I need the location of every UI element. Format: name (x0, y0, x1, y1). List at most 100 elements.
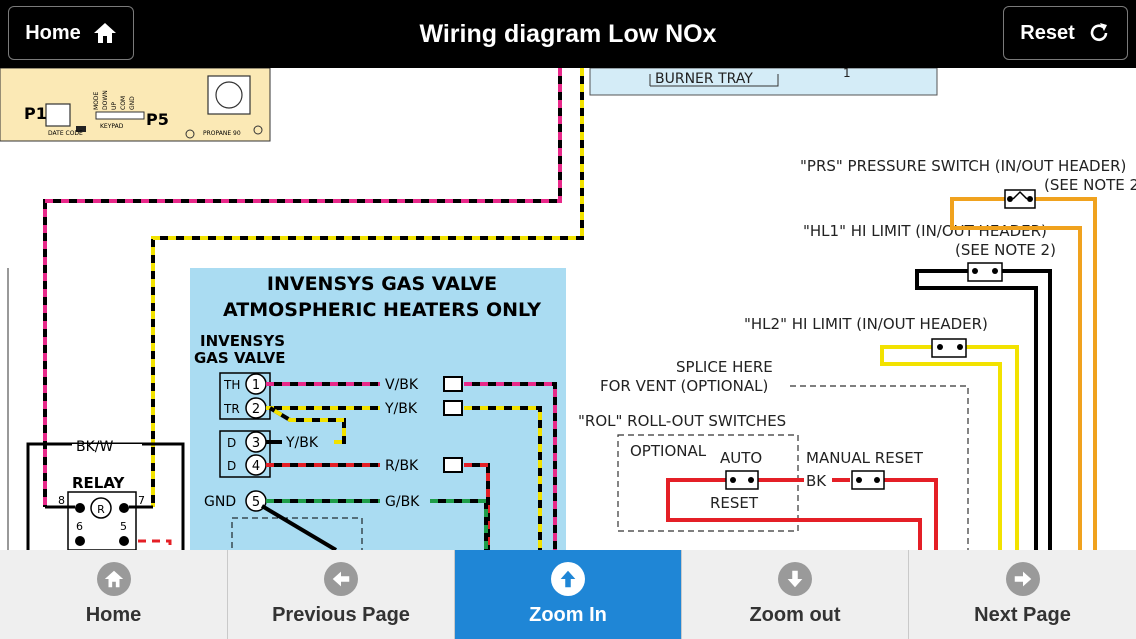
arrow-up-icon (551, 562, 585, 596)
page-title: Wiring diagram Low NOx (419, 19, 717, 48)
pin-label-down: DOWN (102, 90, 109, 110)
auto-reset-label: RESET (710, 494, 759, 512)
bk-label: BK (806, 472, 827, 490)
date-code-chip (76, 126, 86, 132)
prs-label-1: "PRS" PRESSURE SWITCH (IN/OUT HEADER) (800, 157, 1126, 175)
terminal-4-side: D (227, 459, 236, 473)
wire-label-y-bk-2: Y/BK (285, 435, 319, 451)
optional-label-bg (624, 440, 712, 462)
valve-terminals: 1 2 3 4 5 TH TR D D GND (204, 373, 267, 512)
keypad-label: KEYPAD (100, 123, 124, 130)
splice-label-2: FOR VENT (OPTIONAL) (600, 377, 768, 395)
valve-terminal-block-b (219, 430, 271, 478)
relay-pin-5-label: 5 (120, 520, 127, 533)
bk-label-bg (804, 472, 832, 490)
previous-page-label: Previous Page (272, 604, 410, 626)
relay-pin-5 (119, 536, 129, 546)
relay-pin-8 (75, 503, 85, 513)
terminal-5-num: 5 (252, 495, 260, 510)
auto-label: AUTO (720, 449, 762, 467)
optional-dashed-box (617, 434, 799, 532)
bk-w-label-bg (72, 444, 142, 462)
relay-pin-6-label: 6 (76, 520, 83, 533)
bottom-toolbar: Home Previous Page Zoom In Zoom out Next… (0, 550, 1136, 639)
rol-label: "ROL" ROLL-OUT SWITCHES (578, 412, 786, 430)
relay-label: RELAY (72, 474, 126, 492)
optional-label: OPTIONAL (630, 442, 707, 460)
gas-valve-title-1: INVENSYS GAS VALVE (267, 273, 497, 295)
refresh-icon (1090, 23, 1108, 42)
date-code-label: DATE CODE (48, 130, 83, 137)
hl1-label-1: "HL1" HI LIMIT (IN/OUT HEADER) (803, 222, 1047, 240)
zoom-in-button[interactable]: Zoom In (455, 550, 682, 639)
terminal-1-side: TH (223, 378, 240, 392)
keypad-connector (95, 111, 145, 120)
burner-tray-number: 1 (843, 68, 851, 80)
wiring-diagram-viewport[interactable]: P1 P5 DATE CODE KEYPAD PROPANE 90 MODE D… (0, 68, 1136, 550)
valve-terminal-block-a (219, 372, 271, 420)
house-icon (93, 23, 116, 43)
board-button-circle (215, 81, 243, 109)
auto-reset-switch (725, 470, 759, 490)
relay-pin-8-label: 8 (58, 494, 65, 507)
previous-page-button[interactable]: Previous Page (228, 550, 455, 639)
terminal-1-num: 1 (252, 378, 260, 393)
terminal-2-num: 2 (252, 402, 260, 417)
relay-pin-7 (119, 503, 129, 513)
wiring-diagram: P1 P5 DATE CODE KEYPAD PROPANE 90 MODE D… (0, 68, 1136, 550)
terminal-5-side: GND (204, 494, 236, 510)
home-icon (96, 562, 131, 596)
wire-connectors (443, 376, 463, 473)
zoom-out-button[interactable]: Zoom out (682, 550, 909, 639)
home-button-label: Home (85, 604, 142, 626)
valve-wires (260, 382, 557, 550)
valve-label-2: GAS VALVE (194, 349, 286, 367)
arrow-down-icon (778, 562, 812, 596)
home-button[interactable]: Home (0, 550, 228, 639)
board-hole-left (185, 129, 195, 139)
pin-label-up: UP (111, 102, 118, 110)
relay-pin-7-label: 7 (138, 494, 145, 507)
terminal-3-num: 3 (252, 436, 260, 451)
hl2-switch (931, 338, 967, 358)
burner-tray-label: BURNER TRAY (655, 71, 753, 87)
hl2-label: "HL2" HI LIMIT (IN/OUT HEADER) (744, 315, 988, 333)
wire-label-y-bk-1: Y/BK (384, 401, 418, 417)
terminal-4-num: 4 (252, 459, 260, 474)
pin-label-com: COM (120, 96, 127, 110)
pin-label-mode: MODE (93, 91, 100, 110)
valve-dashed-box (231, 517, 363, 550)
gas-valve-title-2: ATMOSPHERIC HEATERS ONLY (223, 299, 541, 321)
relay-r-label: R (97, 503, 105, 516)
splice-label-1: SPLICE HERE (676, 358, 773, 376)
manual-reset-switch (851, 470, 885, 490)
home-header-button[interactable]: Home (8, 6, 134, 60)
manual-reset-label: MANUAL RESET (806, 449, 924, 467)
terminal-3-side: D (227, 436, 236, 450)
arrow-left-icon (324, 562, 358, 596)
next-page-button[interactable]: Next Page (909, 550, 1136, 639)
reset-button[interactable]: Reset (1003, 6, 1128, 60)
board-hole-right (253, 125, 263, 135)
header-bar: Wiring diagram Low NOx Home Reset (0, 0, 1136, 68)
relay-red-wire (138, 539, 172, 550)
relay-coil (90, 497, 112, 519)
terminal-2-side: TR (223, 402, 240, 416)
p1-connector (45, 103, 71, 127)
hl1-switch (967, 262, 1003, 282)
hl1-label-2: (SEE NOTE 2) (955, 241, 1056, 259)
burner-tray (589, 68, 938, 96)
valve-label-1: INVENSYS (200, 332, 285, 350)
splice-dashed-line (790, 385, 969, 550)
prs-switch (1004, 189, 1036, 209)
relay-pin-6 (75, 536, 85, 546)
burner-tray-bracket (649, 74, 779, 87)
wire-label-v-bk: V/BK (385, 377, 419, 393)
zoom-out-label: Zoom out (749, 604, 841, 626)
propane-label: PROPANE 90 (203, 130, 241, 137)
pin-label-gnd: GND (129, 96, 136, 110)
next-page-label: Next Page (974, 604, 1071, 626)
arrow-right-icon (1005, 562, 1040, 596)
switch-symbols (725, 189, 1036, 490)
p5-label: P5 (146, 110, 169, 129)
